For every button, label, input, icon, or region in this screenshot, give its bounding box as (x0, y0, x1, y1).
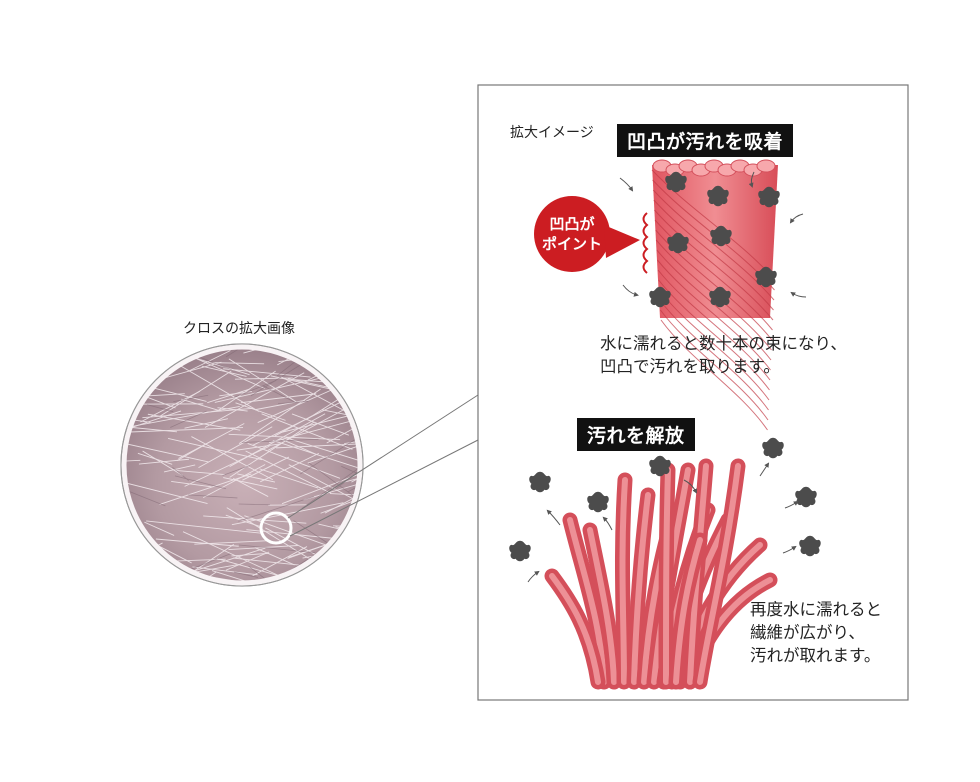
badge-line-1: 凹凸が (549, 215, 595, 233)
absorb-text-line-1: 水に濡れると数十本の束になり、 (600, 334, 847, 353)
absorb-heading: 凹凸が汚れを吸着 (617, 124, 794, 157)
release-text-line-3: 汚れが取れます。 (750, 646, 881, 665)
badge-line-2: ポイント (541, 235, 602, 253)
bumps-indicator (642, 212, 649, 274)
cloth-image-label: クロスの拡大画像 (183, 321, 295, 337)
absorb-description: 水に濡れると数十本の束になり、 凹凸で汚れを取ります。 (600, 332, 847, 378)
enlarged-image-label: 拡大イメージ (510, 125, 594, 141)
release-text-line-2: 繊維が広がり、 (750, 623, 865, 642)
release-text-line-1: 再度水に濡れると (750, 600, 882, 619)
zoom-spot-ring (259, 511, 293, 545)
release-description: 再度水に濡れると 繊維が広がり、 汚れが取れます。 (750, 598, 882, 667)
spread-fibers-illustration (544, 458, 778, 690)
point-badge (534, 196, 640, 272)
cloth-magnified-image (120, 343, 364, 587)
release-heading: 汚れを解放 (577, 418, 695, 451)
point-badge-text: 凹凸が ポイント (534, 214, 610, 254)
inward-arrows (619, 171, 807, 298)
callout-lines (287, 394, 479, 537)
outward-arrows (527, 462, 799, 583)
absorb-text-line-2: 凹凸で汚れを取ります。 (600, 357, 780, 376)
